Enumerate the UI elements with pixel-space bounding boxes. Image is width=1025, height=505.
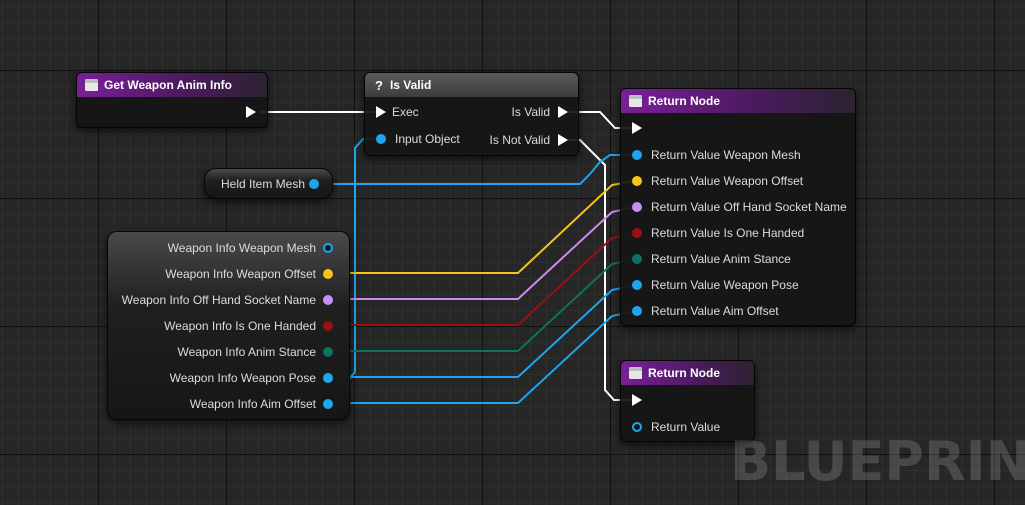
- return-pin-label: Return Value Anim Stance: [651, 252, 791, 266]
- weapon-info-pin-label: Weapon Info Is One Handed: [164, 319, 316, 333]
- return-anim-stance-pin[interactable]: [632, 254, 642, 264]
- node-header[interactable]: ? Is Valid: [365, 73, 578, 97]
- return-weapon-mesh-pin[interactable]: [632, 150, 642, 160]
- weapon-info-pin-label: Weapon Info Aim Offset: [189, 397, 316, 411]
- wire-held-item-mesh: [320, 154, 635, 185]
- held-item-mesh-pin[interactable]: [309, 179, 319, 189]
- node-header[interactable]: Get Weapon Anim Info: [77, 73, 267, 97]
- weapon-offset-pin[interactable]: [323, 269, 333, 279]
- input-object-pin[interactable]: [376, 134, 386, 144]
- exec-in-pin[interactable]: [376, 106, 386, 118]
- node-header[interactable]: Return Node: [621, 361, 754, 385]
- held-item-mesh-label: Held Item Mesh: [221, 177, 306, 191]
- node-title: Is Valid: [389, 78, 432, 92]
- is-one-handed-pin[interactable]: [323, 321, 333, 331]
- weapon-info-pin-label: Weapon Info Off Hand Socket Name: [121, 293, 316, 307]
- weapon-mesh-pin[interactable]: [323, 243, 333, 253]
- function-icon: [629, 367, 642, 379]
- weapon-info-pin-label: Weapon Info Weapon Pose: [169, 371, 316, 385]
- function-icon: [85, 79, 98, 91]
- node-header[interactable]: Return Node: [621, 89, 855, 113]
- exec-in-pin[interactable]: [632, 394, 642, 406]
- return-aim-offset-pin[interactable]: [632, 306, 642, 316]
- exec-in-pin[interactable]: [632, 122, 642, 134]
- return-is-one-handed-pin[interactable]: [632, 228, 642, 238]
- return-off-hand-socket-pin[interactable]: [632, 202, 642, 212]
- wire-anim-stance: [333, 258, 636, 352]
- node-title: Get Weapon Anim Info: [104, 78, 232, 92]
- return-pin-label: Return Value Weapon Offset: [651, 174, 804, 188]
- return-pin-label: Return Value Is One Handed: [651, 226, 805, 240]
- return-node-valid[interactable]: Return Node Return Value Weapon Mesh Ret…: [620, 88, 856, 326]
- blueprint-watermark: BLUEPRINT: [730, 430, 1025, 493]
- return-pin-label: Return Value Off Hand Socket Name: [651, 200, 847, 214]
- weapon-info-pin-label: Weapon Info Weapon Mesh: [167, 241, 316, 255]
- node-title: Return Node: [648, 366, 720, 380]
- exec-label: Exec: [392, 105, 419, 119]
- exec-out-pin[interactable]: [246, 106, 256, 118]
- wire-is-one-handed: [333, 232, 636, 326]
- input-object-label: Input Object: [395, 132, 460, 146]
- anim-stance-pin[interactable]: [323, 347, 333, 357]
- off-hand-socket-pin[interactable]: [323, 295, 333, 305]
- wire-off-hand-socket-name: [333, 206, 636, 300]
- wire-weapon-pose: [333, 284, 636, 378]
- wire-weapon-offset: [333, 180, 636, 274]
- return-pin-label: Return Value Aim Offset: [651, 304, 779, 318]
- wire-aim-offset: [333, 310, 636, 404]
- return-pin-label: Return Value Weapon Pose: [651, 278, 799, 292]
- is-not-valid-label: Is Not Valid: [489, 133, 550, 147]
- held-item-mesh-node[interactable]: Held Item Mesh: [204, 168, 333, 199]
- is-not-valid-exec-pin[interactable]: [558, 134, 568, 146]
- weapon-info-pin-label: Weapon Info Weapon Offset: [165, 267, 316, 281]
- aim-offset-pin[interactable]: [323, 399, 333, 409]
- return-weapon-offset-pin[interactable]: [632, 176, 642, 186]
- return-pin-label: Return Value Weapon Mesh: [651, 148, 801, 162]
- return-value-label: Return Value: [651, 420, 721, 434]
- is-valid-exec-pin[interactable]: [558, 106, 568, 118]
- node-title: Return Node: [648, 94, 720, 108]
- return-value-pin[interactable]: [632, 422, 642, 432]
- weapon-info-break-node[interactable]: Weapon Info Weapon Mesh Weapon Info Weap…: [107, 231, 350, 420]
- weapon-pose-pin[interactable]: [323, 373, 333, 383]
- weapon-info-pin-label: Weapon Info Anim Stance: [177, 345, 316, 359]
- is-valid-node[interactable]: ? Is Valid Exec Input Object Is Valid Is…: [364, 72, 579, 156]
- return-node-invalid[interactable]: Return Node Return Value: [620, 360, 755, 442]
- get-weapon-anim-info-node[interactable]: Get Weapon Anim Info: [76, 72, 268, 128]
- function-icon: [629, 95, 642, 107]
- question-mark-icon: ?: [375, 77, 383, 93]
- is-valid-label: Is Valid: [511, 105, 550, 119]
- return-weapon-pose-pin[interactable]: [632, 280, 642, 290]
